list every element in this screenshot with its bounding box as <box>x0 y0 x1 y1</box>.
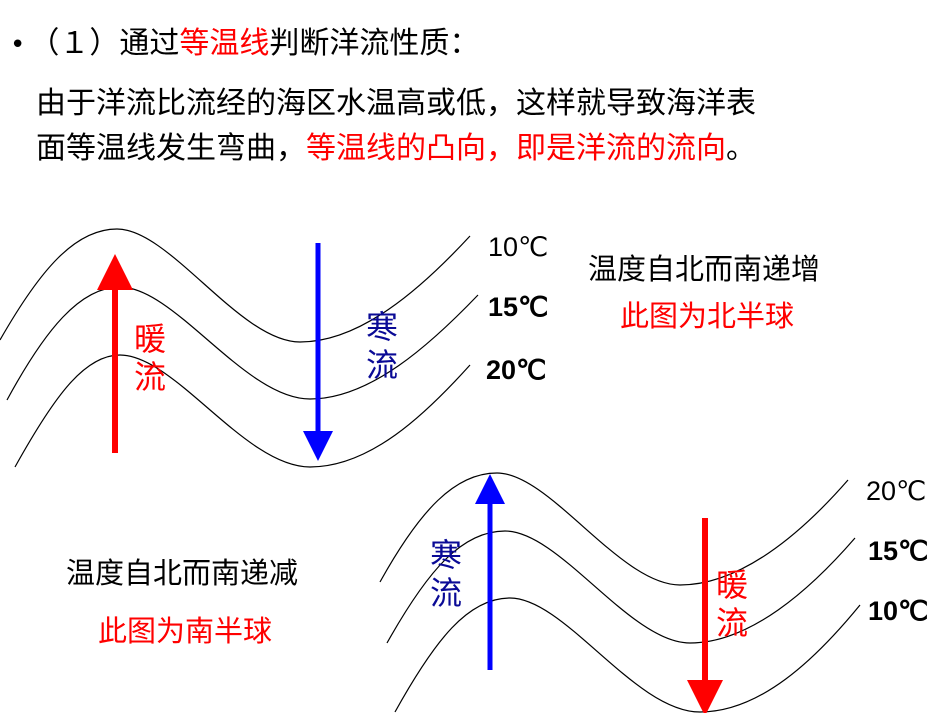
explanation-period: 。 <box>726 131 756 166</box>
explanation-key-rule: 等温线的凸向，即是洋流的流向 <box>306 131 726 166</box>
cold-current-label-south: 寒 流 <box>429 536 462 612</box>
explanation-line-2-text: 面等温线发生弯曲， <box>36 131 306 166</box>
explanation-line-1: 由于洋流比流经的海区水温高或低，这样就导致海洋表 <box>36 86 756 121</box>
isotherm-label-south-15: 15℃ <box>868 536 929 566</box>
southern-isotherms <box>379 472 861 713</box>
southern-hemisphere-conclusion: 此图为南半球 <box>98 614 273 648</box>
isotherm-label-south-20: 20℃ <box>866 476 927 506</box>
isotherm-south-20 <box>379 472 849 586</box>
isotherm-north-10 <box>0 228 471 343</box>
cold-current-label-north: 寒 流 <box>365 308 398 384</box>
isotherm-south-10 <box>394 597 861 713</box>
isotherm-label-north-20: 20℃ <box>486 355 547 385</box>
explanation-line-2: 面等温线发生弯曲，等温线的凸向，即是洋流的流向。 <box>36 127 756 171</box>
isotherm-label-north-15: 15℃ <box>488 292 549 322</box>
northern-isotherms <box>0 228 479 468</box>
isotherm-label-south-10: 10℃ <box>868 596 929 626</box>
isotherm-label-north-10: 10℃ <box>488 232 549 262</box>
heading-suffix: 判断洋流性质： <box>269 26 480 61</box>
isotherm-south-15 <box>386 530 856 644</box>
southern-temperature-note: 温度自北而南递减 <box>66 556 299 590</box>
warm-current-label-north: 暖 流 <box>133 320 166 396</box>
bullet-icon: • <box>10 30 26 60</box>
northern-hemisphere-conclusion: 此图为北半球 <box>620 299 795 333</box>
isotherm-north-20 <box>14 354 471 468</box>
heading-prefix: （１）通过 <box>29 26 180 61</box>
isotherm-north-15 <box>6 286 479 401</box>
warm-current-label-south: 暖 流 <box>715 566 748 642</box>
northern-temperature-note: 温度自北而南递增 <box>588 252 821 286</box>
section-heading: •（１）通过等温线判断洋流性质： <box>10 24 479 65</box>
heading-highlight: 等温线 <box>179 26 270 61</box>
